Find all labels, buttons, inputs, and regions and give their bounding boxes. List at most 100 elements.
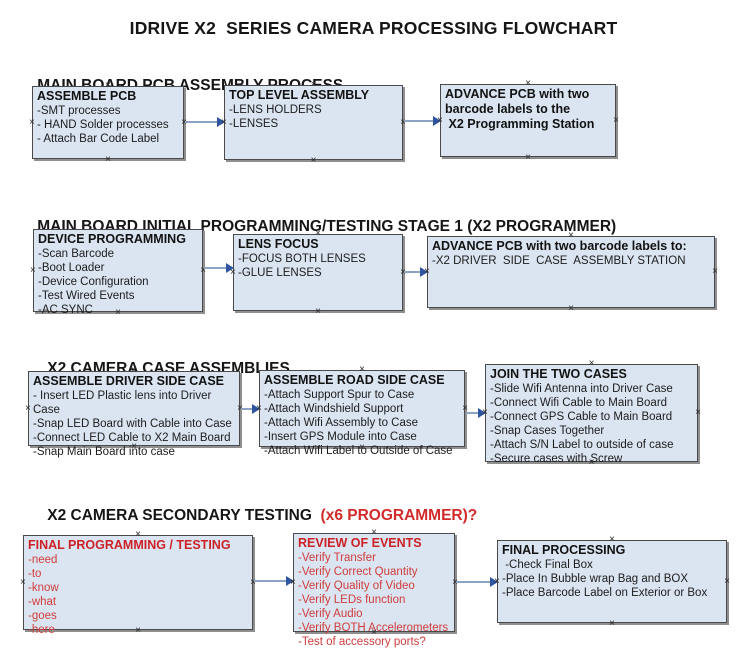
connector-handle-left [30, 266, 36, 276]
node-item: -LENSES [229, 118, 279, 130]
node-title: ASSEMBLE ROAD SIDE CASE [264, 373, 445, 387]
section-heading-accent: (x6 PROGRAMMER)? [320, 507, 478, 524]
node-item: -Place Barcode Label on Exterior or Box [502, 587, 708, 599]
node-item: -Insert GPS Module into Case [264, 431, 417, 443]
node-item: -GLUE LENSES [238, 267, 322, 279]
node-item: -Attach Wifi Assembly to Case [264, 417, 419, 429]
node-title: ADVANCE PCB with two barcode labels to: [432, 239, 687, 253]
flow-arrow[interactable] [404, 267, 428, 277]
flow-arrow[interactable] [204, 263, 234, 273]
flow-arrow[interactable] [185, 117, 225, 127]
node-item: -what [28, 596, 57, 608]
node-item: -SMT processes [37, 105, 121, 117]
node-item: -LENS HOLDERS [229, 104, 322, 116]
flow-node-advance-pcb-driver-side-station[interactable]: ADVANCE PCB with two barcode labels to: … [427, 236, 715, 308]
connector-handle-right [400, 118, 406, 128]
node-title: FINAL PROGRAMMING / TESTING [28, 538, 231, 552]
node-item: -Place In Bubble wrap Bag and BOX [502, 573, 689, 585]
node-item: -Connect LED Cable to X2 Main Board [33, 432, 231, 444]
node-item: -FOCUS BOTH LENSES [238, 253, 366, 265]
node-title: LENS FOCUS [238, 237, 319, 251]
connector-handle-left [25, 404, 31, 414]
flow-node-join-the-two-cases[interactable]: JOIN THE TWO CASES -Slide Wifi Antenna i… [482, 364, 701, 465]
connector-handle-left [482, 408, 488, 418]
flow-node-lens-focus[interactable]: LENS FOCUS -FOCUS BOTH LENSES -GLUE LENS… [233, 234, 403, 311]
flow-node-top-level-assembly[interactable]: TOP LEVEL ASSEMBLY -LENS HOLDERS -LENSES [224, 85, 403, 160]
node-item: -Test Wired Events [38, 290, 135, 302]
flow-node-final-programming-testing[interactable]: FINAL PROGRAMMING / TESTING -need -to -k… [23, 535, 256, 636]
node-title: ASSEMBLE DRIVER SIDE CASE [33, 374, 225, 388]
node-title: ASSEMBLE PCB [37, 89, 137, 103]
node-item: -here [28, 624, 55, 636]
node-item: -goes [28, 610, 57, 622]
node-item-list: - Insert LED Plastic lens into Driver Ca… [33, 389, 235, 459]
section-heading-text: X2 CAMERA SECONDARY TESTING [47, 507, 321, 524]
connector-handle-left [29, 118, 35, 128]
node-item: -know [28, 582, 59, 594]
node-title: TOP LEVEL ASSEMBLY [229, 88, 370, 102]
flow-node-final-processing[interactable]: FINAL PROCESSING -Check Final Box -Place… [497, 540, 727, 623]
node-item: -Verify Transfer [298, 552, 376, 564]
node-item-list: -Scan Barcode -Boot Loader -Device Confi… [38, 247, 198, 317]
node-item: -Verify Correct Quantity [298, 566, 418, 578]
connector-handle-left [290, 578, 296, 588]
node-item-list: -Verify Transfer -Verify Correct Quantit… [298, 551, 450, 649]
connector-handle-left [437, 116, 443, 126]
page-title: IDRIVE X2 SERIES CAMERA PROCESSING FLOWC… [129, 18, 618, 38]
node-item: -to [28, 568, 42, 580]
node-item: -Verify Audio [298, 608, 363, 620]
node-title: JOIN THE TWO CASES [490, 367, 627, 381]
node-item-list: -Attach Support Spur to Case -Attach Win… [264, 388, 460, 458]
flow-node-assemble-driver-side-case[interactable]: ASSEMBLE DRIVER SIDE CASE - Insert LED P… [25, 371, 240, 458]
connector-handle-right [695, 408, 701, 418]
connector-handle-left [424, 267, 430, 277]
node-item-overflow: -Test of accessory ports? [298, 636, 426, 648]
flow-node-device-programming[interactable]: DEVICE PROGRAMMING -Scan Barcode -Boot L… [30, 229, 203, 316]
node-title: FINAL PROCESSING [502, 543, 626, 557]
node-title: ADVANCE PCB with two barcode labels to t… [445, 87, 595, 131]
flow-arrow[interactable] [466, 408, 486, 418]
connector-handle-right [724, 577, 730, 587]
node-item: -need [28, 554, 58, 566]
flow-arrow[interactable] [456, 577, 498, 587]
node-item: -Snap LED Board with Cable into Case [33, 418, 232, 430]
node-item: - HAND Solder processes [37, 119, 169, 131]
node-item: -Secure cases with Screw [490, 453, 623, 465]
connector-handle-right [613, 116, 619, 126]
flow-arrow[interactable] [254, 576, 294, 586]
flow-arrow[interactable] [404, 116, 441, 126]
connector-handle-left [494, 577, 500, 587]
node-item: -Attach Wifi Label to Outside of Case [264, 445, 453, 457]
node-title: REVIEW OF EVENTS [298, 536, 422, 550]
node-item: -Verify BOTH Accelerometers [298, 622, 449, 634]
node-item: -Snap Cases Together [490, 425, 605, 437]
flow-node-assemble-road-side-case[interactable]: ASSEMBLE ROAD SIDE CASE -Attach Support … [256, 370, 465, 457]
connector-handle-left [256, 404, 262, 414]
connector-handle-right [250, 578, 256, 588]
connector-handle-left [221, 118, 227, 128]
flow-arrow[interactable] [241, 404, 260, 414]
node-item: -Check Final Box [502, 559, 593, 571]
connector-handle-left [230, 268, 236, 278]
node-item-list: -FOCUS BOTH LENSES -GLUE LENSES [238, 252, 398, 280]
node-item: -Connect GPS Cable to Main Board [490, 411, 673, 423]
node-item: -Verify Quality of Video [298, 580, 415, 592]
node-title: DEVICE PROGRAMMING [38, 232, 186, 246]
node-item-list: -Check Final Box -Place In Bubble wrap B… [502, 558, 722, 600]
node-item: -Connect Wifi Cable to Main Board [490, 397, 668, 409]
node-item: -Snap Main Board into case [33, 446, 175, 458]
node-item: - Attach Bar Code Label [37, 133, 160, 145]
flow-node-review-of-events[interactable]: REVIEW OF EVENTS -Verify Transfer -Verif… [290, 533, 455, 648]
node-item: -Verify LEDs function [298, 594, 406, 606]
node-item-list: -LENS HOLDERS -LENSES [229, 103, 398, 131]
node-item: -Slide Wifi Antenna into Driver Case [490, 383, 673, 395]
node-item: -Boot Loader [38, 262, 105, 274]
node-item: -X2 DRIVER SIDE CASE ASSEMBLY STATION [432, 255, 686, 267]
node-item: -Attach Windshield Support [264, 403, 404, 415]
flow-node-assemble-pcb[interactable]: ASSEMBLE PCB -SMT processes - HAND Solde… [32, 86, 184, 159]
node-item: -Attach Support Spur to Case [264, 389, 415, 401]
flow-node-advance-pcb-programming-station[interactable]: ADVANCE PCB with two barcode labels to t… [440, 84, 616, 157]
node-item-list: -X2 DRIVER SIDE CASE ASSEMBLY STATION [432, 254, 710, 268]
node-item: -Attach S/N Label to outside of case [490, 439, 674, 451]
